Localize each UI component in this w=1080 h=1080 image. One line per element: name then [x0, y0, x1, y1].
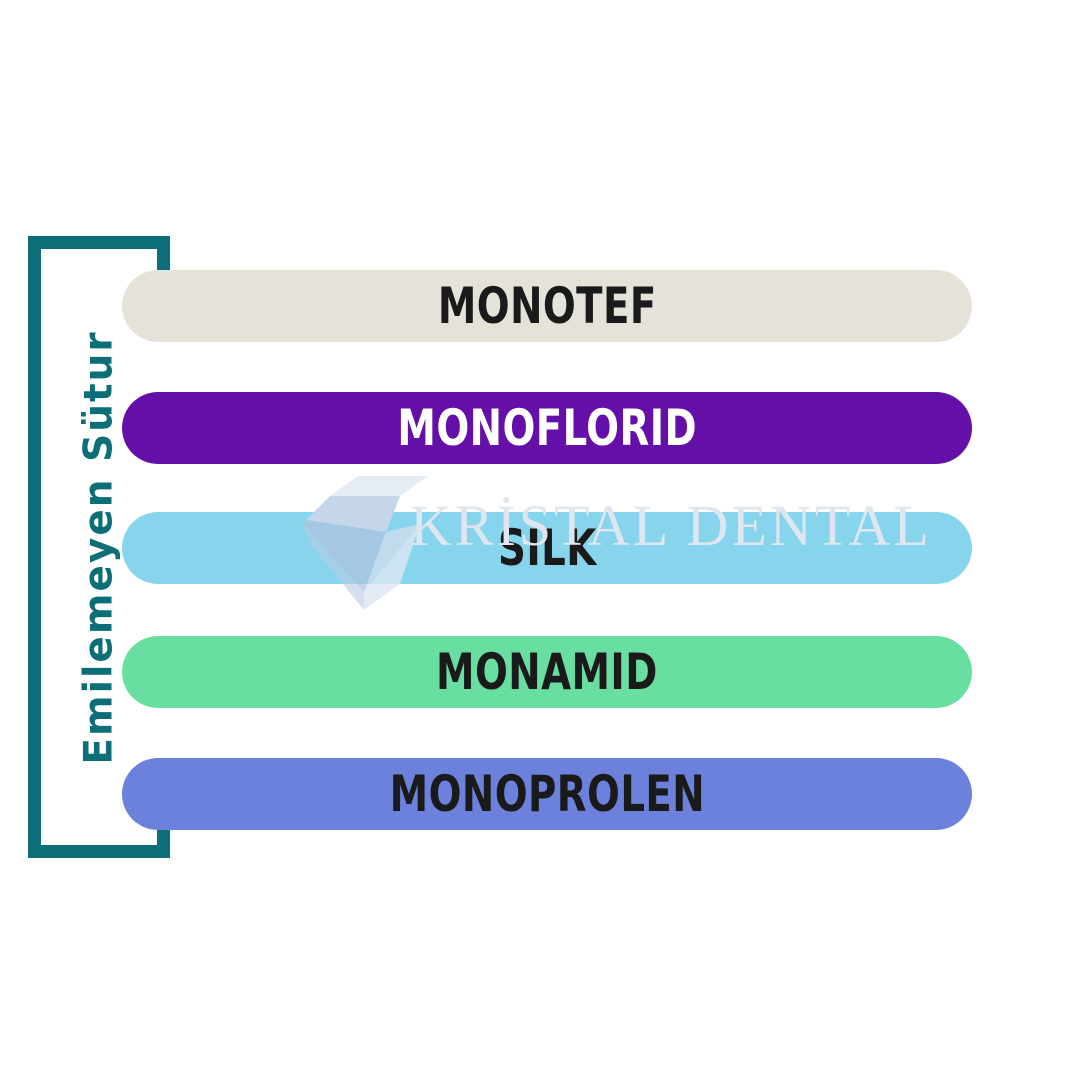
bracket-top-stub	[157, 236, 170, 278]
list-item-label: MONOPROLEN	[389, 765, 705, 823]
list-item-label: SILK	[497, 519, 597, 577]
list-item[interactable]: SILK	[122, 512, 972, 584]
list-item[interactable]: MONOFLORID	[122, 392, 972, 464]
bracket-bottom-arm	[28, 845, 170, 858]
list-item[interactable]: MONOPROLEN	[122, 758, 972, 830]
list-item-label: MONOFLORID	[397, 399, 697, 457]
group-bracket	[28, 236, 170, 858]
bracket-top-arm	[28, 236, 170, 249]
list-item[interactable]: MONOTEF	[122, 270, 972, 342]
bracket-left-arm	[28, 236, 41, 858]
list-item-label: MONOTEF	[437, 277, 657, 335]
list-item[interactable]: MONAMID	[122, 636, 972, 708]
list-item-label: MONAMID	[436, 643, 658, 701]
